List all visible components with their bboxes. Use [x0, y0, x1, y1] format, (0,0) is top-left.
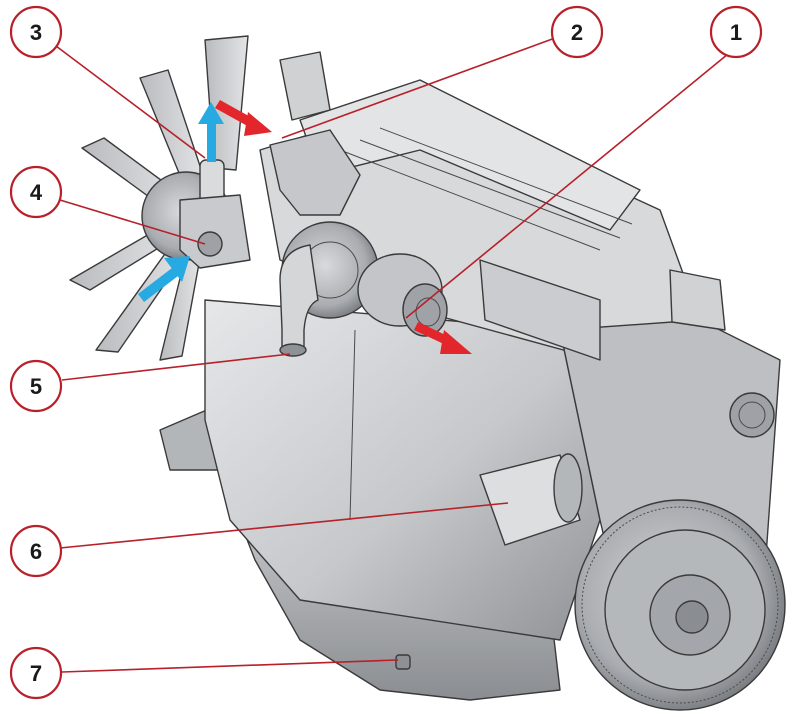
coolant-pipes — [179, 159, 251, 269]
leader-lines — [55, 37, 729, 673]
starter-motor — [479, 453, 583, 546]
leader-6 — [59, 502, 509, 549]
exhaust-elbow — [269, 129, 361, 216]
flywheel-teeth — [581, 506, 779, 704]
leader-4 — [59, 199, 206, 245]
air-in-arrow — [138, 256, 190, 302]
callout-2: 2 — [550, 5, 604, 59]
coolant-inlet-port — [197, 231, 223, 257]
callout-7-number: 7 — [30, 661, 42, 686]
intake-elbow-clamp — [279, 343, 307, 357]
air-intake-elbow — [279, 244, 319, 357]
drain-plug — [395, 654, 411, 670]
control-unit — [479, 259, 601, 361]
sensor-port — [729, 392, 775, 438]
intake-elbow-pipe — [279, 244, 319, 353]
air-up-arrow — [198, 102, 224, 162]
exhaust-out-arrow — [414, 322, 472, 354]
turbo-outlet-bore — [415, 297, 441, 327]
leader-3 — [55, 45, 206, 159]
valve-cover-ribs — [339, 127, 633, 251]
dipstick-tube — [349, 329, 356, 521]
callout-6: 6 — [9, 524, 63, 578]
turbocharger — [281, 221, 448, 337]
leader-7 — [61, 659, 399, 673]
callout-4: 4 — [9, 165, 63, 219]
coolant-housing — [179, 194, 251, 269]
starter-end-cap — [553, 453, 583, 523]
callout-3-number: 3 — [30, 20, 42, 45]
callout-3: 3 — [9, 5, 63, 59]
callout-4-number: 4 — [30, 180, 43, 205]
leader-1 — [405, 53, 729, 319]
callout-1: 1 — [709, 5, 763, 59]
exhaust-pipe — [269, 129, 361, 216]
flywheel-center — [675, 600, 709, 634]
leader-2 — [281, 37, 556, 139]
throttle-body — [669, 269, 726, 331]
callout-2-number: 2 — [571, 20, 583, 45]
callout-6-number: 6 — [30, 539, 42, 564]
leader-5 — [61, 353, 291, 381]
exhaust-top-arrow — [215, 100, 272, 136]
sensor-port-ring — [738, 401, 766, 429]
lift-bracket — [279, 51, 331, 121]
callout-5-number: 5 — [30, 374, 42, 399]
callout-1-number: 1 — [730, 20, 742, 45]
callout-5: 5 — [9, 359, 63, 413]
flow-arrows — [138, 100, 472, 354]
callout-7: 7 — [9, 646, 63, 700]
flywheel — [574, 499, 786, 711]
